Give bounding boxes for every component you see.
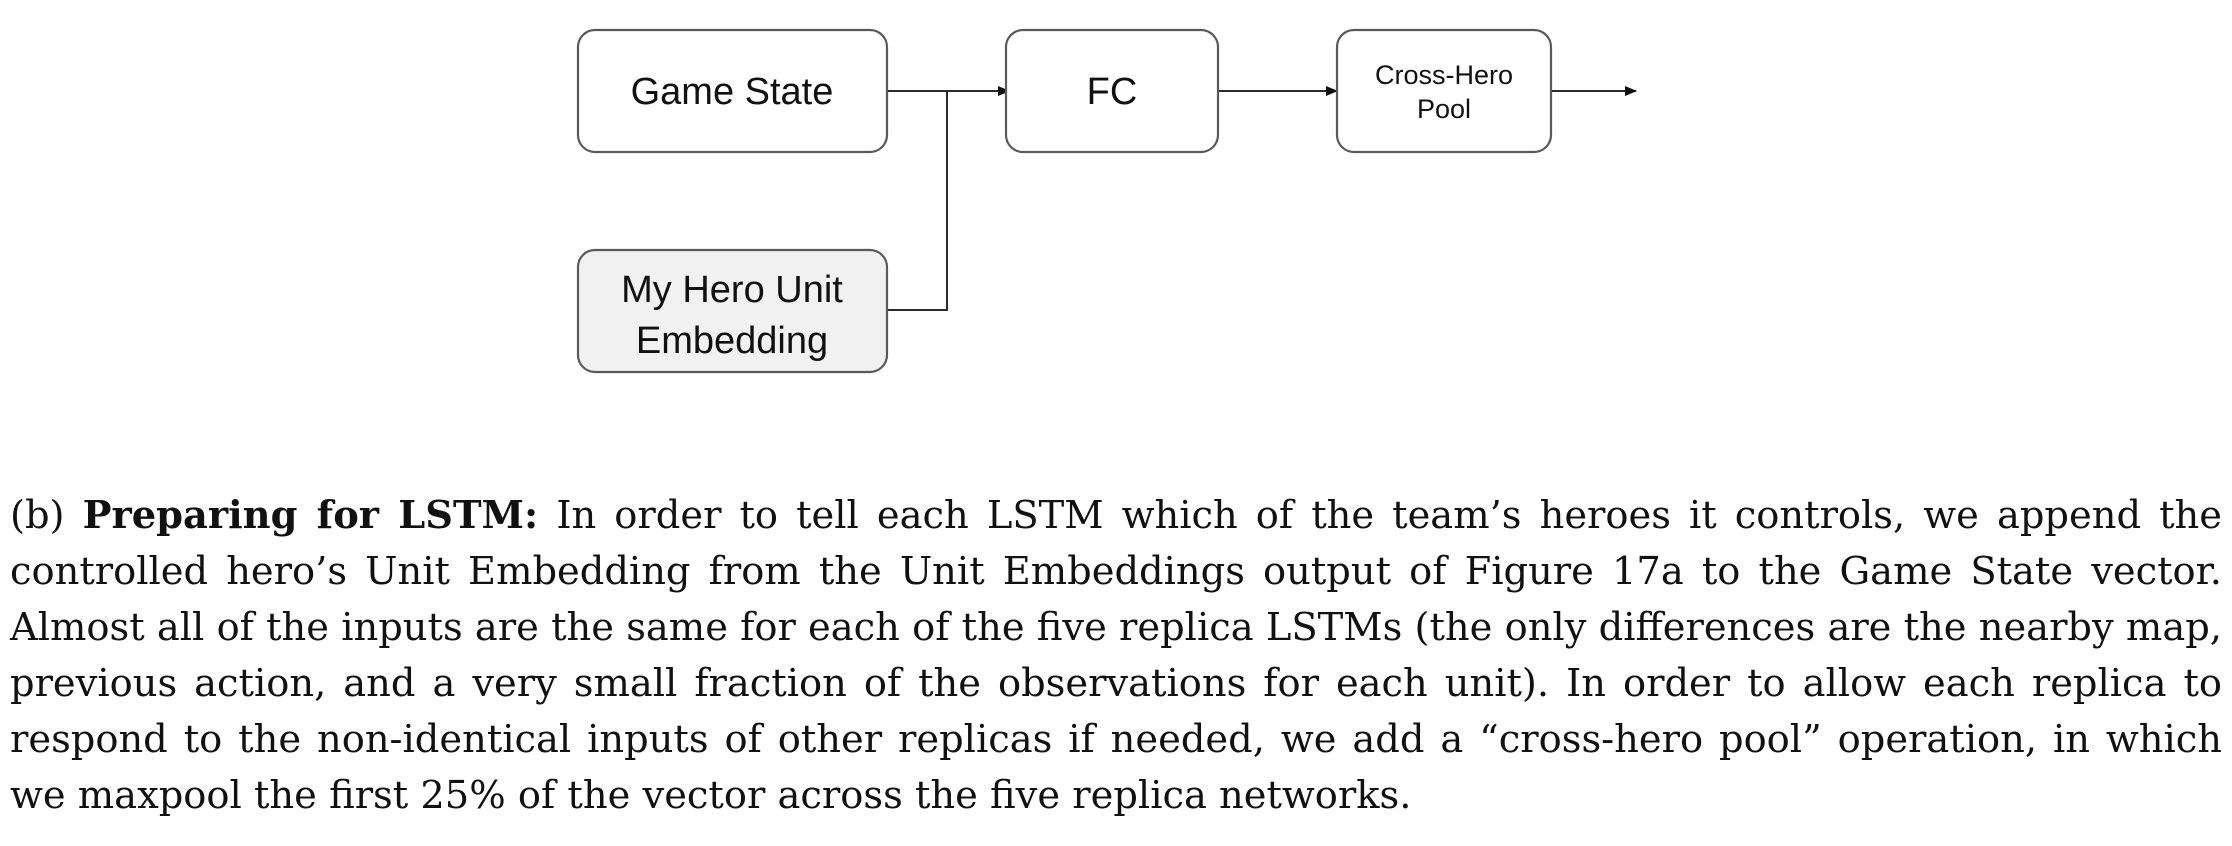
caption-subfigure-tag: (b) [10,493,65,538]
architecture-diagram: Game State FC Cross-Hero Pool My Hero Un… [576,28,1637,374]
node-fc-label: FC [1087,71,1138,113]
figure-caption: (b) Preparing for LSTM: In order to tell… [10,488,2222,824]
node-hero-embedding: My Hero Unit Embedding [576,248,889,374]
node-fc: FC [1004,28,1220,154]
node-game-state: Game State [576,28,889,154]
node-hero-embedding-label-line1: My Hero Unit [621,269,843,311]
node-cross-hero-pool-label-line1: Cross-Hero [1375,60,1513,90]
node-hero-embedding-label-line2: Embedding [636,320,828,362]
node-cross-hero-pool: Cross-Hero Pool [1335,28,1553,154]
caption-heading: Preparing for LSTM: [82,493,539,538]
node-game-state-label: Game State [631,71,834,113]
edge-hero-embedding-merge [887,91,948,311]
caption-body: In order to tell each LSTM which of the … [10,493,2222,818]
node-cross-hero-pool-label-line2: Pool [1417,94,1471,124]
